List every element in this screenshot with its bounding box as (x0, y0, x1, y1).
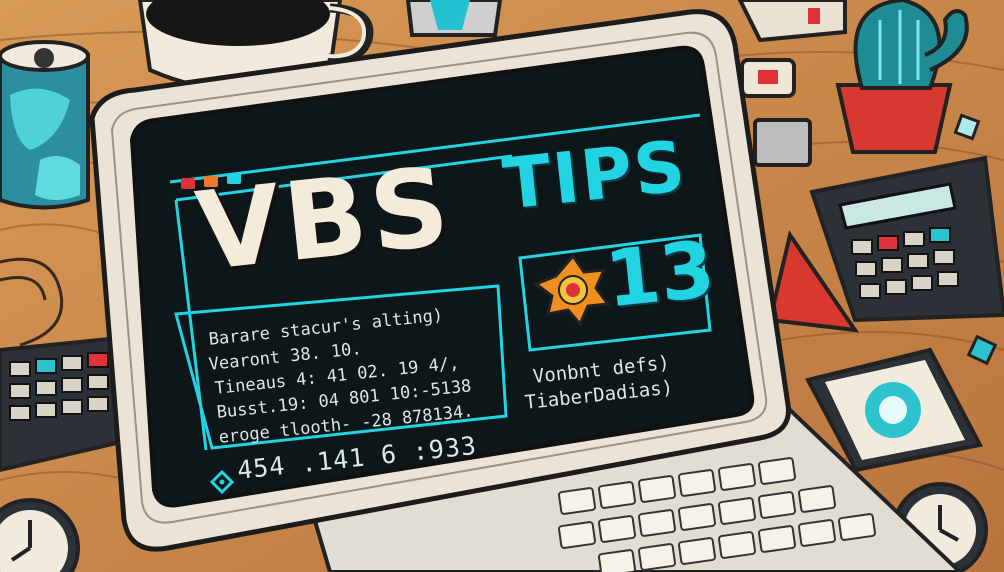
cactus-icon (835, 0, 969, 154)
small-cube-icon (966, 334, 998, 366)
badge-number: 13 (601, 224, 719, 326)
small-box-icon (753, 118, 812, 167)
window-min-button (204, 176, 218, 187)
cable (0, 257, 64, 347)
window-close-button (181, 178, 195, 189)
laptop-screen (129, 45, 755, 508)
badge-panel (518, 233, 712, 352)
coaster-icon (805, 347, 984, 473)
usb-drive-icon (740, 58, 796, 98)
window-max-button (227, 173, 241, 184)
stapler-icon (405, 0, 503, 37)
small-cube-icon (953, 113, 981, 141)
clock-icon (0, 498, 80, 572)
calculator-icon (809, 155, 1004, 323)
target-icon (209, 469, 235, 495)
window-top-line (169, 113, 701, 184)
globe-jar-icon (0, 40, 90, 210)
cable (0, 276, 47, 301)
star-badge-icon (532, 253, 611, 327)
window-left-edge (174, 199, 208, 451)
eraser-icon (737, 0, 847, 43)
window-title-line (175, 154, 513, 202)
screen-title-accent: TIPS (499, 124, 691, 226)
left-calculator-icon (0, 335, 133, 473)
screen-title-main: VBS (191, 144, 459, 296)
warning-triangle-icon (767, 230, 860, 333)
